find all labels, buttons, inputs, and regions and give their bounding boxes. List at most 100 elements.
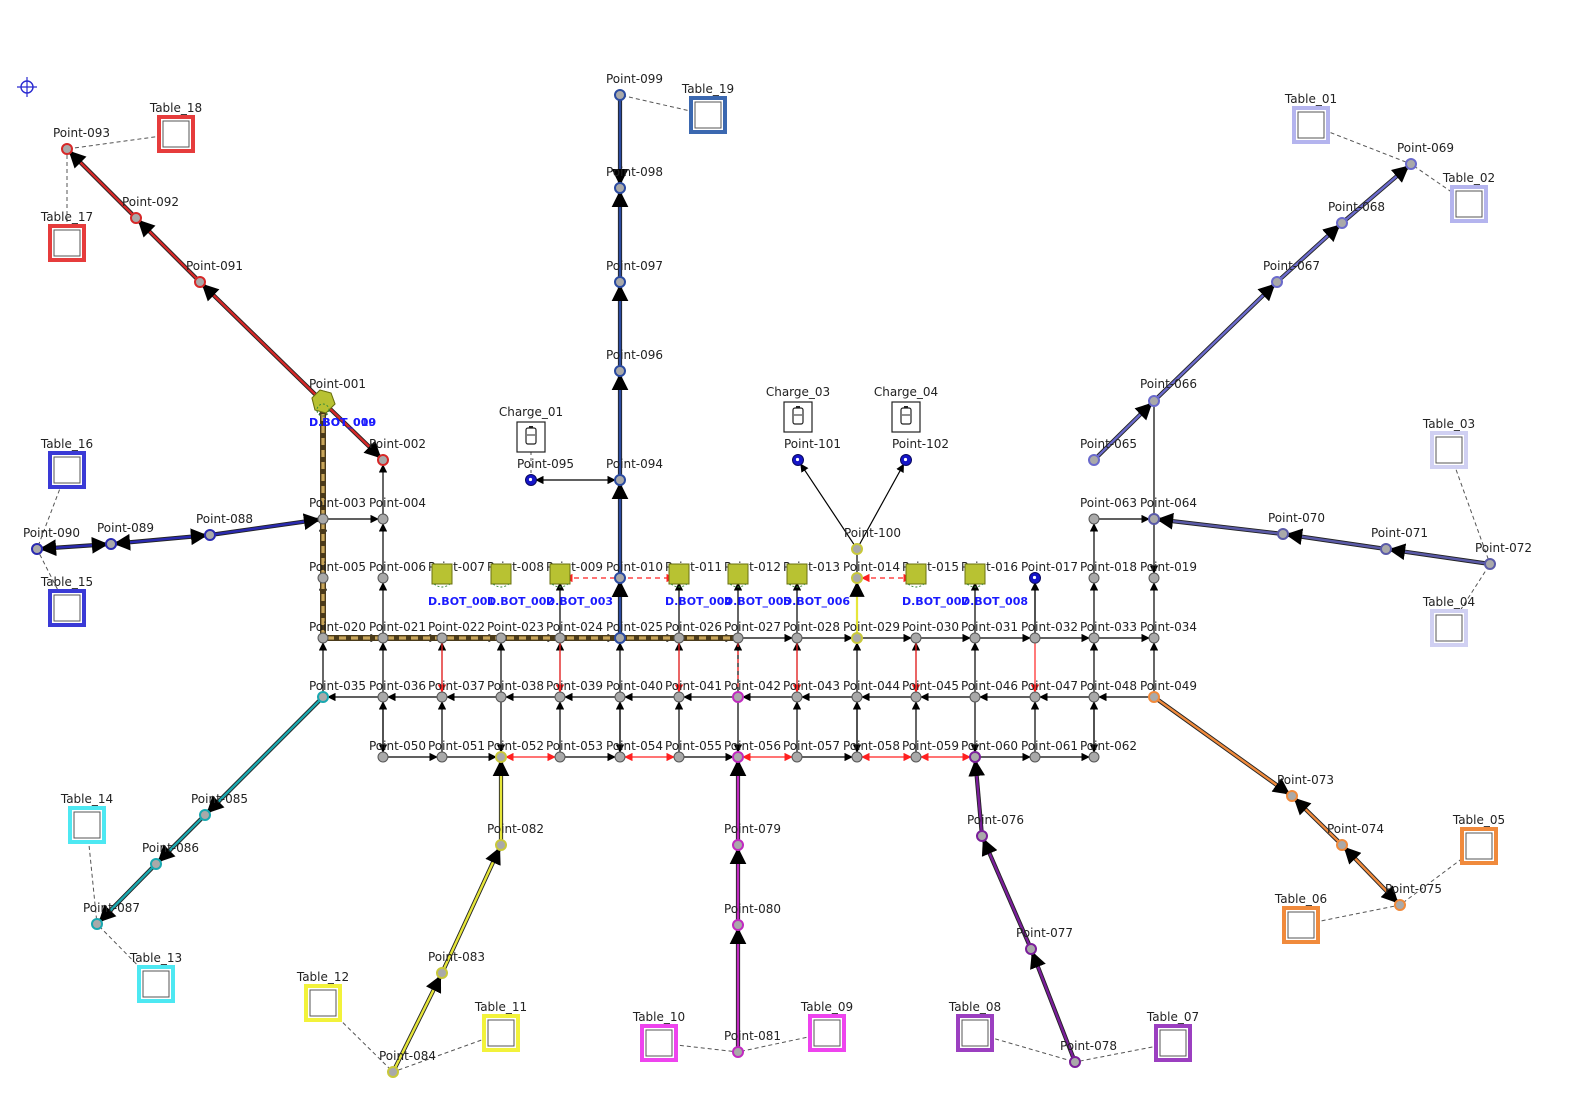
path-edge-66-67[interactable]: [1156, 283, 1276, 400]
point-point-080[interactable]: Point-080: [724, 902, 781, 931]
table-table-14[interactable]: Table_14: [60, 792, 113, 844]
point-point-099[interactable]: Point-099: [606, 72, 663, 101]
point-point-063[interactable]: Point-063: [1080, 496, 1137, 525]
point-point-038[interactable]: Point-038: [487, 679, 544, 703]
path-edge-87-86[interactable]: [98, 866, 155, 923]
path-edge-84-83[interactable]: [393, 975, 442, 1069]
point-point-095[interactable]: Point-095: [517, 457, 574, 486]
point-point-098[interactable]: Point-098: [606, 165, 663, 194]
point-point-083[interactable]: Point-083: [428, 950, 485, 979]
table-table-17[interactable]: Table_17: [40, 210, 93, 262]
table-table-11[interactable]: Table_11: [474, 1000, 527, 1052]
point-point-057[interactable]: Point-057: [783, 739, 840, 763]
point-point-089[interactable]: Point-089: [97, 521, 154, 550]
path-edge-77-76[interactable]: [981, 838, 1031, 946]
point-point-030[interactable]: Point-030: [902, 620, 959, 644]
path-edge-64-70[interactable]: [1156, 512, 1280, 535]
point-point-072[interactable]: Point-072: [1475, 541, 1532, 570]
path-edge-78-77[interactable]: [1030, 951, 1075, 1059]
bot-d-bot-002[interactable]: D.BOT_002: [487, 563, 554, 608]
path-edge-49-73[interactable]: [1156, 698, 1291, 795]
charger-charge-01[interactable]: Charge_01: [499, 405, 563, 453]
point-point-048[interactable]: Point-048: [1080, 679, 1137, 703]
point-point-039[interactable]: Point-039: [546, 679, 603, 703]
point-point-066[interactable]: Point-066: [1140, 377, 1197, 407]
point-point-019[interactable]: Point-019: [1140, 560, 1197, 584]
table-table-10[interactable]: Table_10: [632, 1010, 685, 1062]
point-point-068[interactable]: Point-068: [1328, 200, 1385, 229]
point-point-004[interactable]: Point-004: [369, 496, 426, 525]
bot-d-bot-005[interactable]: D.BOT_005: [724, 563, 791, 608]
point-point-087[interactable]: Point-087: [83, 901, 140, 930]
point-point-075[interactable]: Point-075: [1385, 882, 1442, 911]
table-table-03[interactable]: Table_03: [1422, 417, 1475, 469]
point-point-064[interactable]: Point-064: [1140, 496, 1197, 525]
table-table-16[interactable]: Table_16: [40, 437, 93, 489]
point-point-077[interactable]: Point-077: [1016, 926, 1073, 955]
point-point-086[interactable]: Point-086: [142, 841, 199, 870]
path-edge-100-102[interactable]: [858, 463, 905, 545]
path-edge-85-35[interactable]: [206, 698, 322, 814]
point-point-067[interactable]: Point-067: [1263, 259, 1320, 288]
charger-charge-04[interactable]: Charge_04: [874, 385, 938, 433]
point-point-003[interactable]: Point-003: [309, 496, 366, 525]
point-point-052[interactable]: Point-052: [487, 739, 544, 763]
point-point-018[interactable]: Point-018: [1080, 560, 1137, 584]
bot-d-bot-007[interactable]: D.BOT_007: [902, 563, 969, 608]
point-point-002[interactable]: Point-002: [369, 437, 426, 466]
point-point-047[interactable]: Point-047: [1021, 679, 1078, 703]
path-edge-91-1[interactable]: [201, 283, 321, 401]
point-point-023[interactable]: Point-023: [487, 620, 544, 644]
point-point-092[interactable]: Point-092: [122, 195, 179, 224]
crosshair-origin-icon[interactable]: [17, 77, 37, 97]
point-point-076[interactable]: Point-076: [967, 813, 1024, 842]
point-point-061[interactable]: Point-061: [1021, 739, 1078, 763]
table-table-13[interactable]: Table_13: [129, 951, 182, 1003]
bot-d-bot-006[interactable]: D.BOT_006: [783, 563, 850, 608]
point-point-037[interactable]: Point-037: [428, 679, 485, 703]
point-point-028[interactable]: Point-028: [783, 620, 840, 644]
point-point-055[interactable]: Point-055: [665, 739, 722, 763]
point-point-044[interactable]: Point-044: [843, 679, 900, 703]
path-edge-90-89[interactable]: [39, 536, 109, 557]
point-point-014[interactable]: Point-014: [843, 560, 900, 584]
table-table-15[interactable]: Table_15: [40, 575, 93, 627]
bot-d-bot-004[interactable]: D.BOT_004: [665, 563, 732, 608]
bot-d-bot-001[interactable]: D.BOT_001: [428, 563, 495, 608]
table-table-06[interactable]: Table_06: [1274, 892, 1327, 944]
point-point-085[interactable]: Point-085: [191, 792, 248, 821]
bot-d-bot-003[interactable]: D.BOT_003: [546, 563, 613, 608]
table-table-09[interactable]: Table_09: [800, 1000, 853, 1052]
path-edge-88-3[interactable]: [213, 513, 321, 536]
point-point-041[interactable]: Point-041: [665, 679, 722, 703]
point-point-049[interactable]: Point-049: [1140, 679, 1197, 703]
charger-charge-03[interactable]: Charge_03: [766, 385, 830, 433]
table-table-08[interactable]: Table_08: [948, 1000, 1001, 1052]
point-point-084[interactable]: Point-084: [379, 1049, 436, 1078]
table-table-04[interactable]: Table_04: [1422, 595, 1475, 647]
bot-d-bot-008[interactable]: D.BOT_008: [961, 563, 1028, 608]
point-point-093[interactable]: Point-093: [53, 126, 110, 155]
point-point-031[interactable]: Point-031: [961, 620, 1018, 644]
point-point-056[interactable]: Point-056: [724, 739, 781, 763]
point-point-025[interactable]: Point-025: [606, 620, 663, 644]
point-point-065[interactable]: Point-065: [1080, 437, 1137, 466]
point-point-027[interactable]: Point-027: [724, 620, 781, 644]
path-edge-74-75[interactable]: [1343, 846, 1399, 904]
point-point-053[interactable]: Point-053: [546, 739, 603, 763]
point-point-079[interactable]: Point-079: [724, 822, 781, 851]
path-edge-70-71[interactable]: [1285, 528, 1383, 550]
path-edge-73-74[interactable]: [1293, 797, 1340, 844]
point-point-097[interactable]: Point-097: [606, 259, 663, 288]
point-point-040[interactable]: Point-040: [606, 679, 663, 703]
point-point-006[interactable]: Point-006: [369, 560, 426, 584]
point-point-024[interactable]: Point-024: [546, 620, 603, 644]
path-edge-83-82[interactable]: [442, 847, 501, 970]
point-point-074[interactable]: Point-074: [1327, 822, 1384, 851]
point-point-005[interactable]: Point-005: [309, 560, 366, 584]
path-edge-71-72[interactable]: [1388, 543, 1487, 565]
point-point-020[interactable]: Point-020: [309, 620, 366, 644]
point-point-090[interactable]: Point-090: [23, 526, 80, 555]
path-edge-86-85[interactable]: [157, 816, 204, 863]
